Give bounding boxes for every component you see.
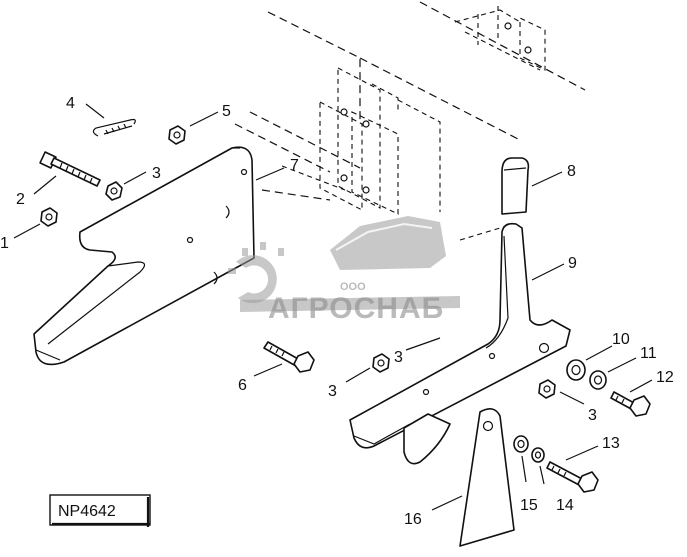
callout-7: 7 — [290, 157, 299, 174]
watermark-logo: ООО АГРОСНАБ — [228, 216, 460, 325]
callout-4: 4 — [66, 95, 75, 112]
lock-washer-part — [531, 447, 545, 463]
spacer-part — [566, 359, 586, 381]
hex-nut-lower — [40, 207, 58, 227]
mounting-plates — [319, 67, 441, 215]
drawing-code: NP4642 — [58, 503, 116, 520]
watermark-company-name: АГРОСНАБ — [268, 292, 444, 325]
callout-3-right: 3 — [588, 407, 597, 424]
callout-2: 2 — [16, 191, 25, 208]
hex-nut-top — [168, 125, 186, 145]
callout-16: 16 — [404, 511, 422, 528]
right-shank-part — [349, 222, 571, 465]
callout-15: 15 — [520, 497, 538, 514]
drawing-code-box: NP4642 — [49, 494, 151, 527]
frame-outline — [234, 1, 586, 241]
callout-8: 8 — [567, 163, 576, 180]
long-bolt-part — [39, 151, 101, 187]
callout-1: 1 — [0, 235, 9, 252]
carriage-bolt-part — [263, 341, 315, 373]
callout-6: 6 — [238, 377, 247, 394]
callout-3-left: 3 — [328, 383, 337, 400]
callout-12: 12 — [656, 369, 674, 386]
callout-9: 9 — [568, 255, 577, 272]
callout-14: 14 — [556, 497, 574, 514]
hex-nut-mid — [372, 353, 390, 373]
washer-part-lower — [513, 435, 529, 453]
spring-clip-part — [92, 118, 136, 137]
leader-lines — [13, 103, 653, 511]
callout-3-center: 3 — [394, 349, 403, 366]
triangular-plate-part — [459, 408, 515, 547]
hex-nut-upper — [105, 181, 123, 201]
washer-part-upper — [589, 370, 607, 390]
callout-3-upper: 3 — [152, 165, 161, 182]
callout-13: 13 — [602, 435, 620, 452]
hex-nut-right — [538, 379, 556, 399]
callout-11: 11 — [640, 345, 657, 362]
point-cap-part — [501, 157, 530, 215]
callout-10: 10 — [612, 331, 630, 348]
callout-5: 5 — [222, 103, 231, 120]
callout-labels: 1 2 3 4 5 6 7 8 9 3 3 3 10 11 12 13 14 1… — [0, 95, 674, 528]
bolt-part-upper — [610, 391, 651, 417]
bolt-part-lower — [546, 461, 599, 493]
left-shank-bar — [33, 146, 255, 366]
watermark-prefix: ООО — [340, 281, 366, 293]
